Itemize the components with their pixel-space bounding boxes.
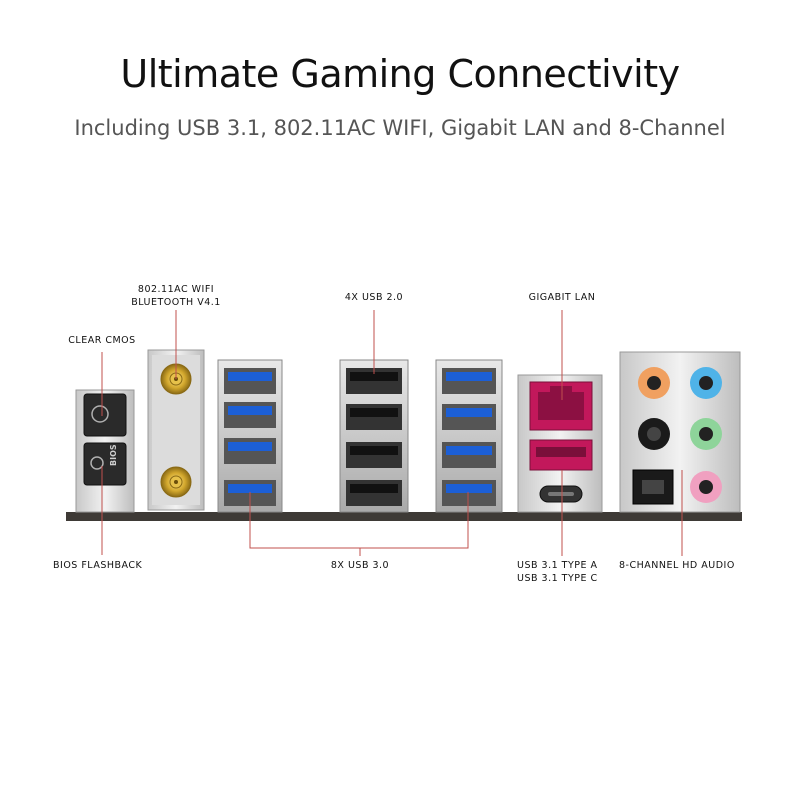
bios-flashback-button (83, 442, 127, 486)
usb30-stack-right (435, 359, 503, 513)
label-audio: 8-CHANNEL HD AUDIO (619, 560, 735, 571)
lan-usb31-block (517, 374, 603, 513)
usb30-stack-left (217, 359, 283, 513)
clear-cmos-icon (91, 405, 109, 423)
board-strip (66, 512, 742, 521)
label-usb30: 8X USB 3.0 (330, 560, 390, 571)
label-wifi: 802.11AC WIFI BLUETOOTH V4.1 (116, 283, 236, 309)
label-usb31-type-c: USB 3.1 TYPE C (517, 573, 598, 584)
label-usb20: 4X USB 2.0 (344, 292, 404, 303)
leader-lines (101, 310, 683, 556)
label-clear-cmos: CLEAR CMOS (68, 335, 136, 346)
page-subtitle: Including USB 3.1, 802.11AC WIFI, Gigabi… (74, 116, 726, 140)
button-block: BIOS (75, 389, 135, 513)
label-gigabit-lan: GIGABIT LAN (528, 292, 596, 303)
label-wifi-line1: 802.11AC WIFI (137, 284, 215, 295)
audio-block (619, 351, 741, 513)
label-usb31-type-a: USB 3.1 TYPE A (517, 560, 598, 571)
label-usb31: USB 3.1 TYPE A USB 3.1 TYPE C (517, 559, 598, 585)
label-wifi-line2: BLUETOOTH V4.1 (131, 297, 221, 308)
usb20-stack (339, 359, 409, 513)
clear-cmos-button (83, 393, 127, 437)
page-title: Ultimate Gaming Connectivity (120, 52, 680, 96)
bios-button-text: BIOS (109, 444, 118, 466)
bios-flashback-icon (90, 456, 104, 470)
label-bios-flashback: BIOS FLASHBACK (53, 560, 143, 571)
